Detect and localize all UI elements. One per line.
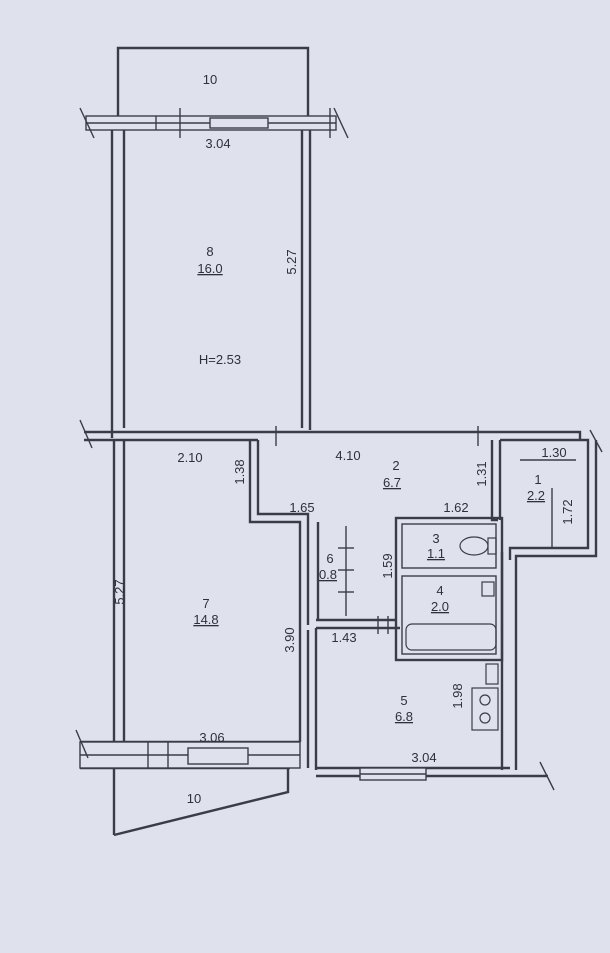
room-9-number: 10 bbox=[203, 72, 217, 87]
dim-kitchen-depth: 1.98 bbox=[450, 683, 465, 708]
fixtures bbox=[338, 526, 499, 731]
dim-room7-wall: 3.90 bbox=[282, 627, 297, 652]
room-2-number: 2 bbox=[392, 458, 399, 473]
dim-room1-width: 1.30 bbox=[541, 445, 566, 460]
room-1-area: 2.2 bbox=[527, 488, 545, 503]
dimension-ticks bbox=[75, 107, 603, 791]
dim-room7-width: 2.10 bbox=[177, 450, 202, 465]
room-7-area: 14.8 bbox=[193, 612, 218, 627]
dim-balcony-top-width: 3.04 bbox=[205, 136, 230, 151]
room-10-number: 10 bbox=[187, 791, 201, 806]
dim-room7-depth: 5.27 bbox=[112, 579, 127, 604]
dim-kitchen-entry: 1.43 bbox=[331, 630, 356, 645]
room-6-area: 0.8 bbox=[319, 567, 337, 582]
room-2-area: 6.7 bbox=[383, 475, 401, 490]
dim-room7-window: 3.06 bbox=[199, 730, 224, 745]
room-7-number: 7 bbox=[202, 596, 209, 611]
dim-hall-width: 4.10 bbox=[335, 448, 360, 463]
room-3-area: 1.1 bbox=[427, 546, 445, 561]
room-3-number: 3 bbox=[432, 531, 439, 546]
room-8-number: 8 bbox=[206, 244, 213, 259]
dim-room6-depth: 1.59 bbox=[380, 553, 395, 578]
walls bbox=[80, 46, 598, 837]
dim-room8-depth: 5.27 bbox=[284, 249, 299, 274]
windows bbox=[79, 108, 427, 781]
dim-room7-inner: 1.65 bbox=[289, 500, 314, 515]
dim-room1-depth: 1.72 bbox=[560, 499, 575, 524]
dim-kitchen-window: 3.04 bbox=[411, 750, 436, 765]
room-4-number: 4 bbox=[436, 583, 443, 598]
room-4-area: 2.0 bbox=[431, 599, 449, 614]
dim-hall-step: 1.31 bbox=[474, 461, 489, 486]
room-1-number: 1 bbox=[534, 472, 541, 487]
ceiling-height-label: H=2.53 bbox=[199, 352, 241, 367]
dim-hall-inner: 1.62 bbox=[443, 500, 468, 515]
room-6-number: 6 bbox=[326, 551, 333, 566]
room-8-area: 16.0 bbox=[197, 261, 222, 276]
dim-room7-step: 1.38 bbox=[232, 459, 247, 484]
room-5-area: 6.8 bbox=[395, 709, 413, 724]
room-5-number: 5 bbox=[400, 693, 407, 708]
